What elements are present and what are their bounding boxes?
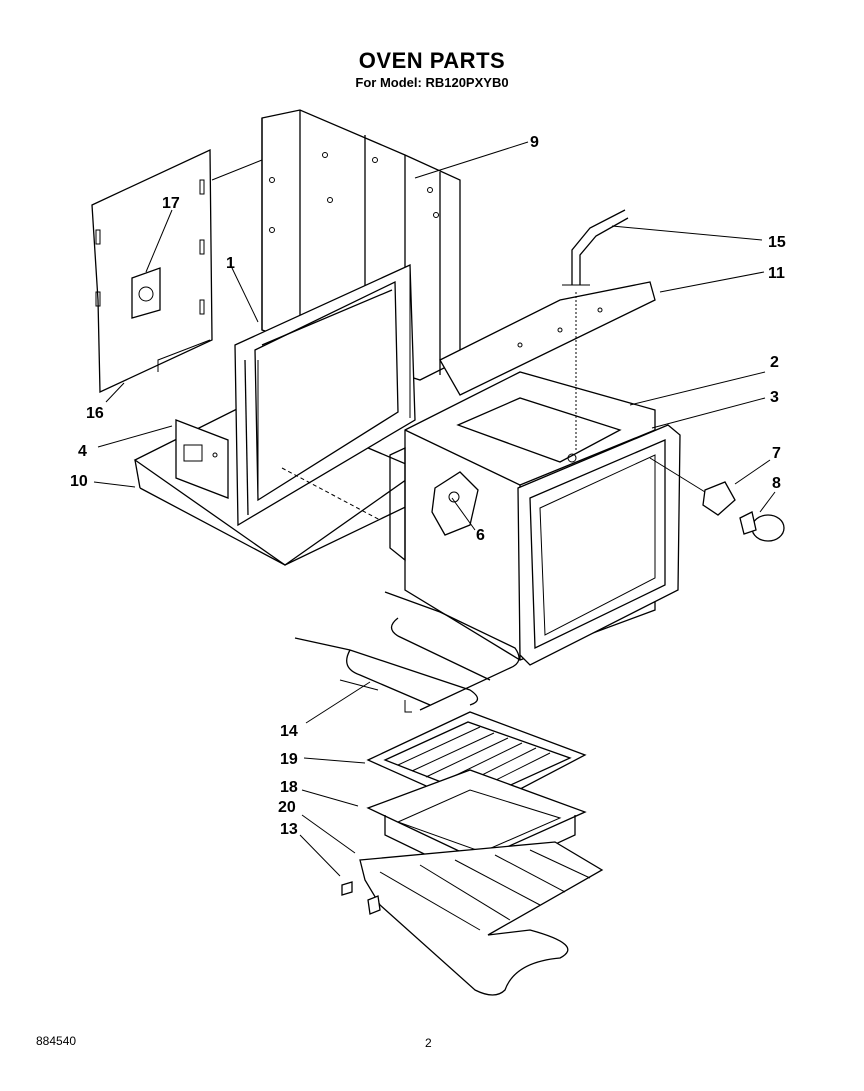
lamp-socket	[649, 457, 736, 516]
callout-1: 1	[226, 255, 235, 272]
broil-pan	[366, 769, 587, 881]
bake-element	[294, 591, 520, 713]
callout-7: 7	[772, 445, 781, 462]
page-title: OVEN PARTS	[358, 48, 506, 73]
light-bulb	[739, 511, 785, 542]
front-frame	[517, 424, 681, 666]
callout-17: 17	[162, 195, 180, 212]
callout-4: 4	[78, 443, 87, 460]
model-subtitle: For Model: RB120PXYB0	[355, 75, 509, 90]
control-bracket	[175, 419, 229, 499]
callout-13: 13	[280, 821, 298, 838]
callout-numbers: 9 1 17 16 4 10 15 11 2 3 7 8 6 14 19 18 …	[70, 134, 786, 838]
document-number: 884540	[36, 1034, 77, 1048]
callout-8: 8	[772, 475, 781, 492]
rear-panel	[91, 148, 263, 394]
callout-18: 18	[280, 779, 298, 796]
callout-11: 11	[768, 265, 785, 282]
callout-10: 10	[70, 473, 88, 490]
callout-6: 6	[476, 527, 485, 544]
callout-15: 15	[768, 234, 786, 251]
vent-tube	[562, 209, 629, 450]
callout-leaders	[93, 141, 776, 877]
callout-14: 14	[280, 723, 298, 740]
oven-rack	[341, 841, 604, 996]
callout-2: 2	[770, 354, 779, 371]
callout-19: 19	[280, 751, 298, 768]
door-frame	[234, 264, 416, 527]
callout-9: 9	[530, 134, 539, 151]
callout-20: 20	[278, 799, 296, 816]
callout-16: 16	[86, 405, 104, 422]
callout-3: 3	[770, 389, 779, 406]
page-number: 2	[425, 1036, 432, 1050]
thermostat-bulb	[281, 467, 381, 521]
